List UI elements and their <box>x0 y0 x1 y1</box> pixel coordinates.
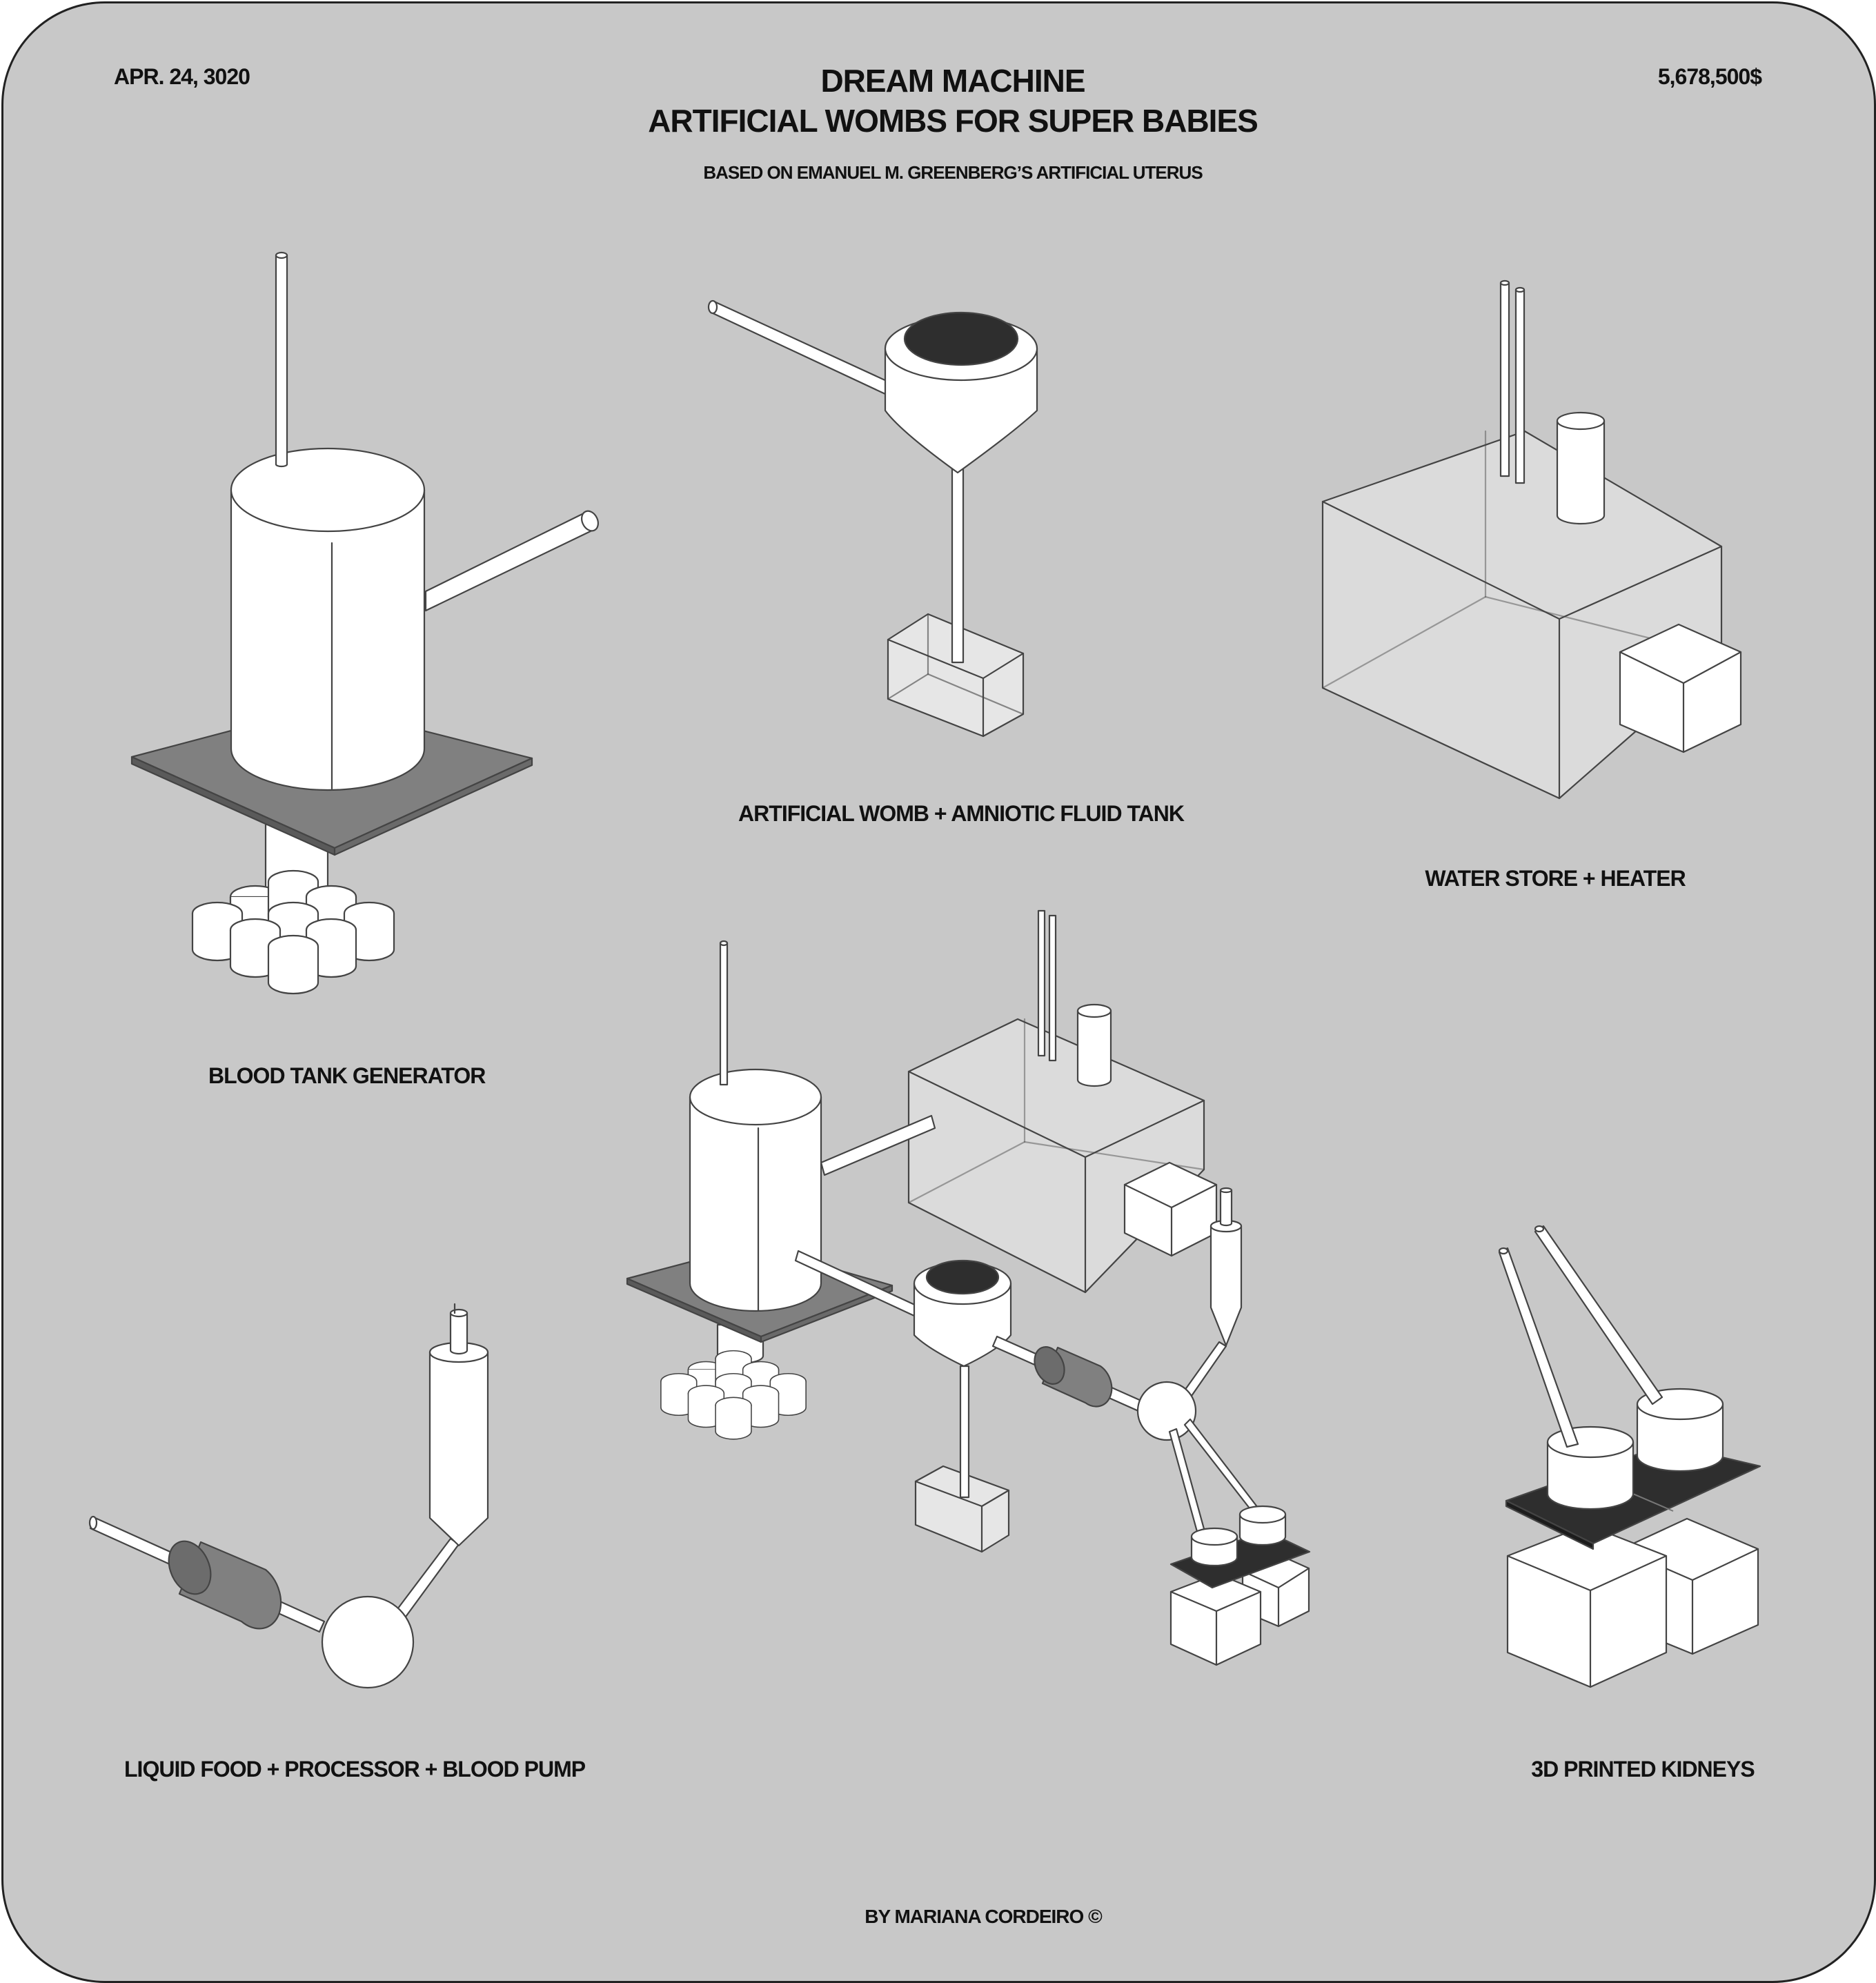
caption-blood-tank: BLOOD TANK GENERATOR <box>208 1063 486 1088</box>
date-label: APR. 24, 3020 <box>114 64 250 89</box>
artificial-womb-drawing <box>707 299 1038 738</box>
page-subtitle: BASED ON EMANUEL M. GREENBERG’S ARTIFICI… <box>703 162 1203 183</box>
price-label: 5,678,500$ <box>1657 64 1762 89</box>
caption-kidneys: 3D PRINTED KIDNEYS <box>1531 1757 1755 1782</box>
page-title-secondary: ARTIFICIAL WOMBS FOR SUPER BABIES <box>648 103 1258 139</box>
liquid-food-pump-drawing <box>88 1303 489 1689</box>
caption-womb: ARTIFICIAL WOMB + AMNIOTIC FLUID TANK <box>738 801 1185 826</box>
blood-tank-generator-drawing <box>130 251 599 995</box>
kidneys-drawing <box>1498 1225 1761 1688</box>
page-title: DREAM MACHINE <box>820 63 1085 99</box>
combined-assembly-drawing <box>626 909 1311 1666</box>
water-store-drawing <box>1321 279 1742 800</box>
caption-liquid-food: LIQUID FOOD + PROCESSOR + BLOOD PUMP <box>124 1757 586 1782</box>
illustration-canvas <box>88 251 1761 1689</box>
footer-credit: BY MARIANA CORDEIRO © <box>865 1906 1102 1927</box>
caption-water-store: WATER STORE + HEATER <box>1425 866 1686 891</box>
